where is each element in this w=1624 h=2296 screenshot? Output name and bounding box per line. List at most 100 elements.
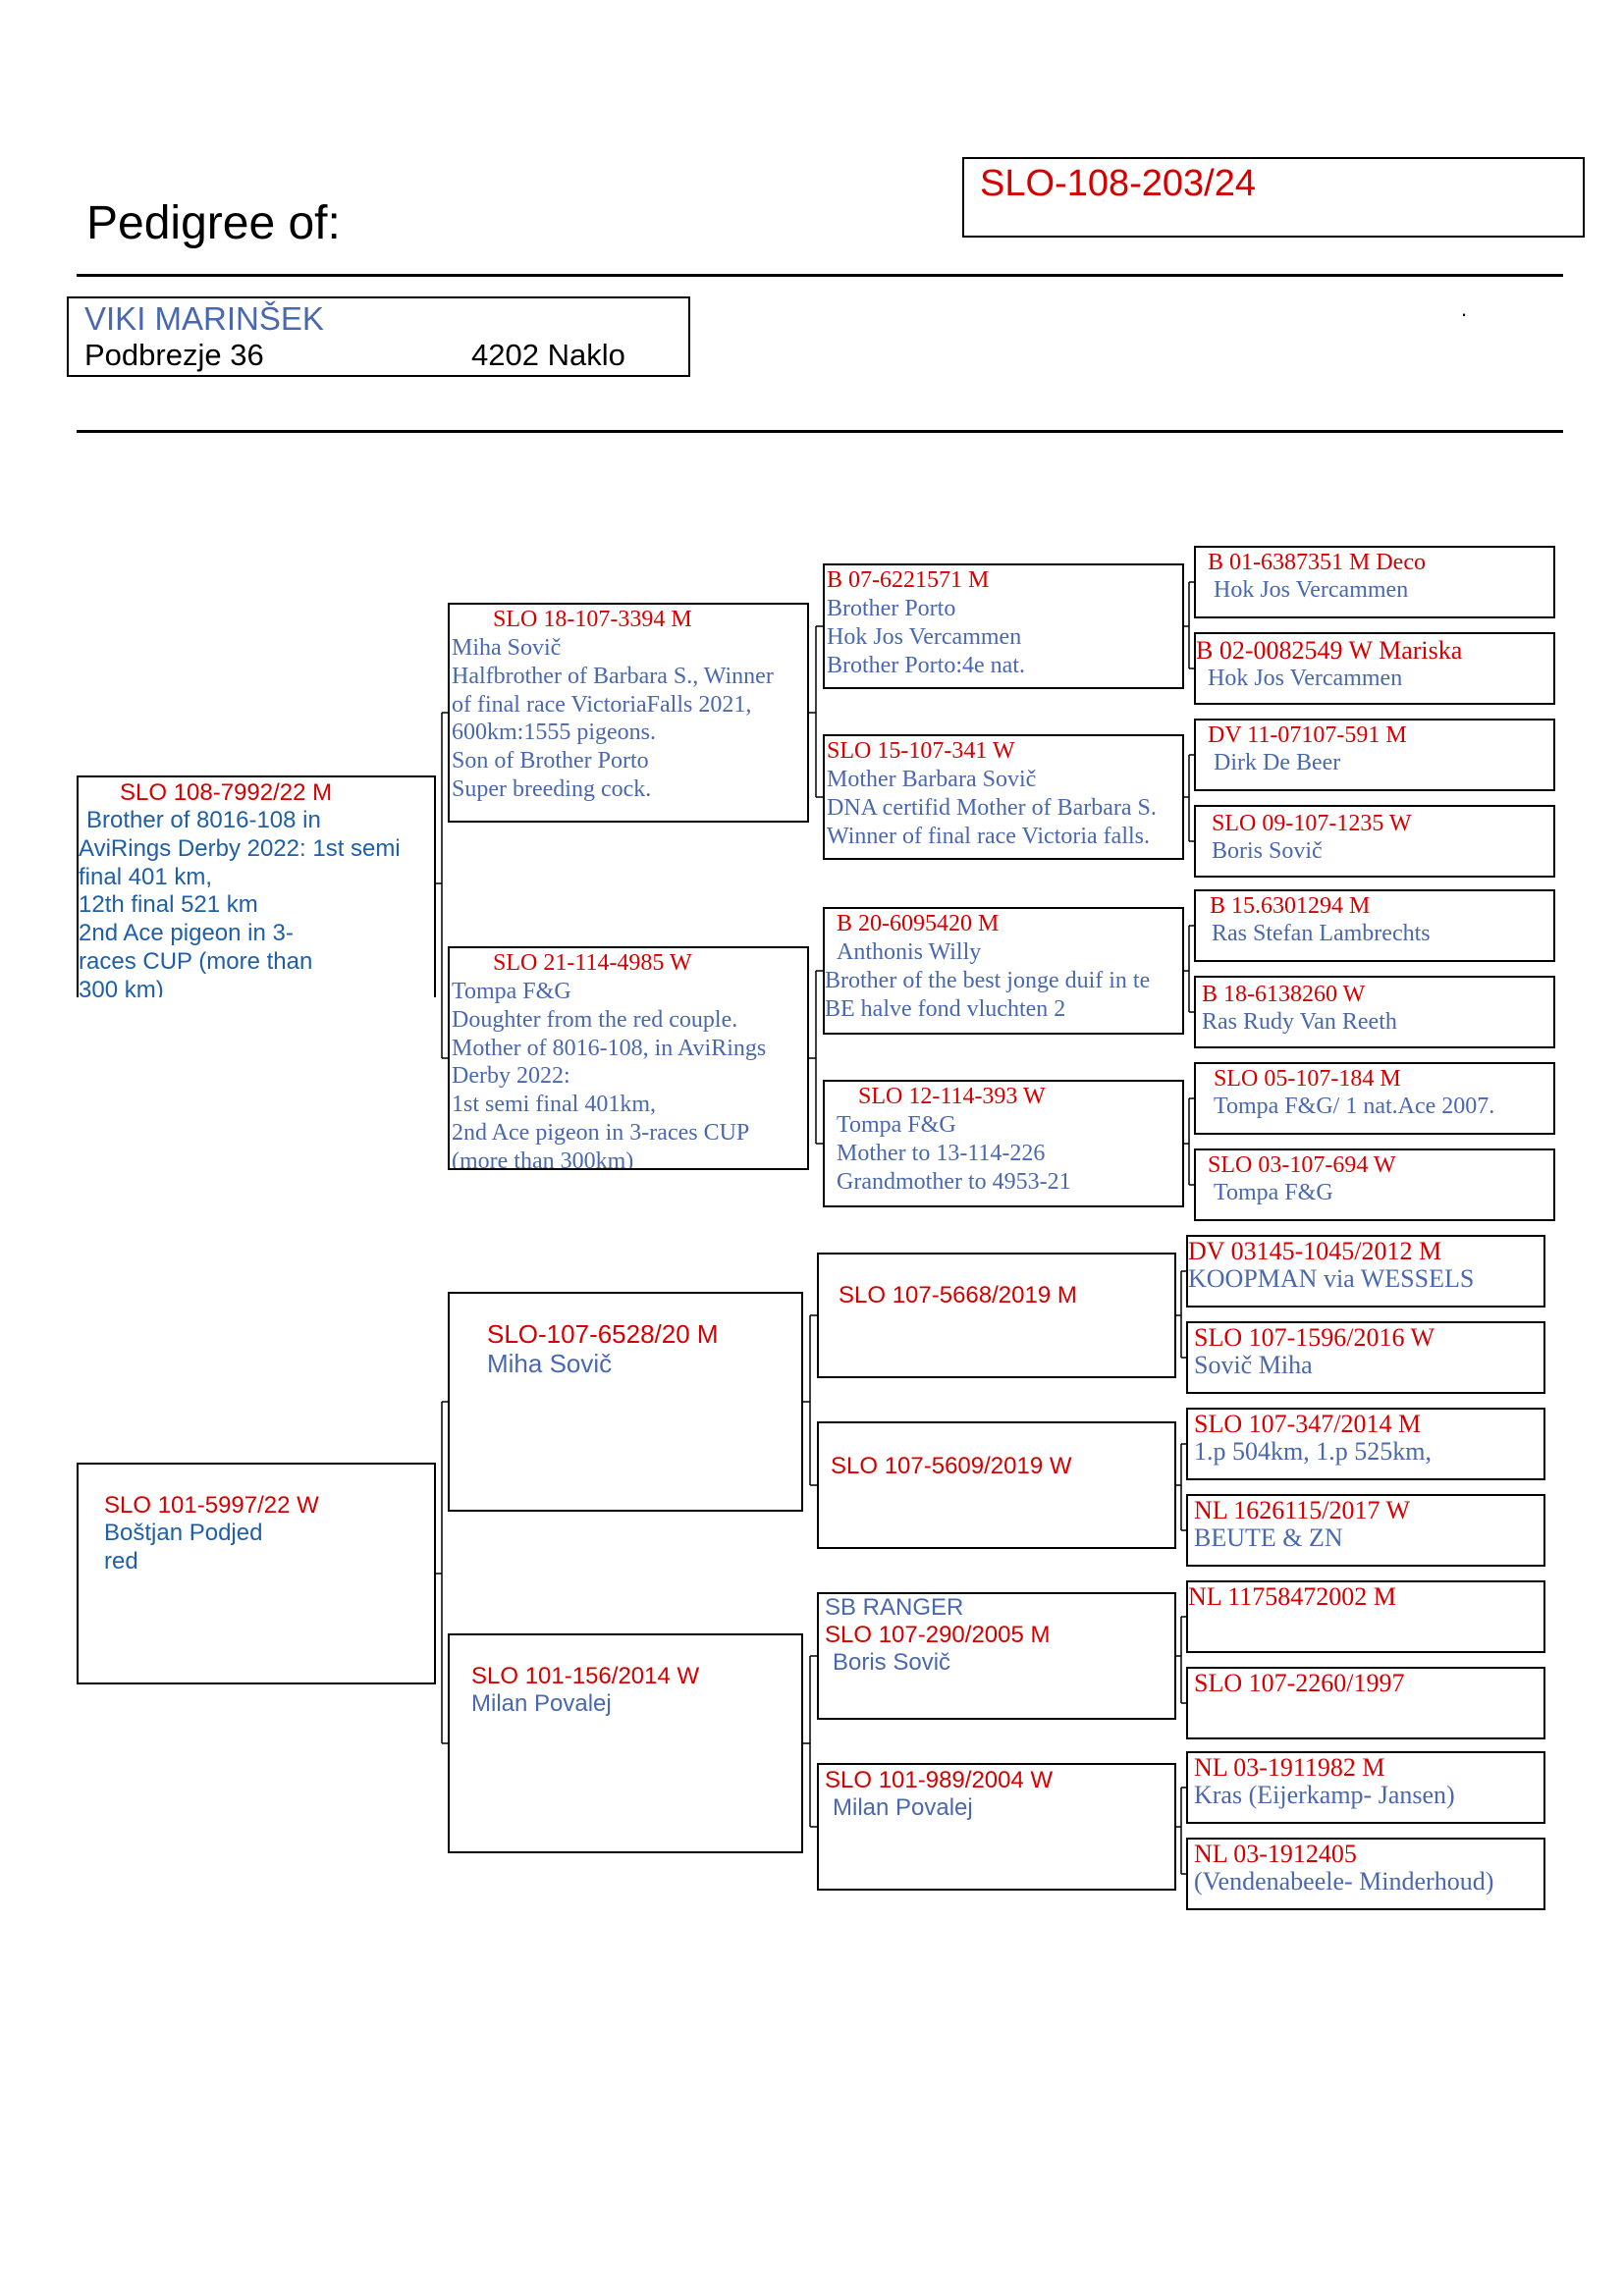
g2-notes: Milan Povalej (471, 1690, 612, 1719)
ring-number: SLO-108-203/24 (980, 163, 1256, 204)
g3-ring: SLO 101-989/2004 W (825, 1767, 1054, 1793)
g4-box-4: SLO 09-107-1235 W Boris Sovič (1194, 805, 1555, 878)
dam-box: SLO 101-5997/22 W Boštjan Podjed red (77, 1463, 436, 1684)
top-divider (77, 274, 1563, 277)
g4-note: Tompa F&G/ 1 nat.Ace 2007. (1214, 1094, 1495, 1119)
g3-note: Brother Porto:4e nat. (827, 652, 1025, 678)
sire-note: 300 km) (79, 976, 164, 997)
g2-note: Miha Sovič (487, 1349, 613, 1378)
sire-box: SLO 108-7992/22 M Brother of 8016-108 in… (77, 775, 436, 997)
g3-box-7: SB RANGER SLO 107-290/2005 M Boris Sovič (817, 1592, 1176, 1720)
ring-number-box: SLO-108-203/24 (962, 157, 1585, 238)
owner-street: Podbrezje 36 (84, 338, 264, 372)
g4-box-16: NL 03-1912405 (Vendenabeele- Minderhoud) (1186, 1838, 1545, 1910)
g2-note: 2nd Ace pigeon in 3-races CUP (452, 1119, 750, 1146)
g2-note: (more than 300km) (452, 1148, 634, 1170)
g2-note: Miha Sovič (452, 635, 562, 661)
dam-ring: SLO 101-5997/22 W (104, 1492, 319, 1519)
g2-box-2: SLO 21-114-4985 W Tompa F&G Doughter fro… (448, 946, 809, 1170)
g2-note: Son of Brother Porto (452, 748, 649, 774)
g4-ring: DV 11-07107-591 M (1208, 722, 1407, 748)
g4-ring: NL 03-1911982 M (1194, 1753, 1385, 1782)
g3-ring: SLO 12-114-393 W (858, 1084, 1046, 1109)
g4-ring: B 15.6301294 M (1210, 893, 1371, 919)
header-divider (77, 430, 1563, 433)
g3-note: Milan Povalej (833, 1794, 973, 1821)
g4-ring: B 01-6387351 M Deco (1208, 550, 1426, 575)
g3-ring: SLO 15-107-341 W (827, 738, 1015, 764)
dam-note: Boštjan Podjed (104, 1520, 263, 1546)
page-title: Pedigree of: (86, 197, 341, 249)
dam-note: red (104, 1547, 138, 1575)
sire-note: 12th final 521 km (79, 891, 258, 919)
sire-note: AviRings Derby 2022: 1st semi (79, 834, 401, 862)
g4-ring: SLO 107-1596/2016 W (1194, 1323, 1435, 1352)
g4-box-5: B 15.6301294 M Ras Stefan Lambrechts (1194, 889, 1555, 962)
g2-note: of final race VictoriaFalls 2021, (452, 691, 752, 718)
g2-ring: SLO 101-156/2014 W (471, 1663, 700, 1689)
sire-notes: Brother of 8016-108 in AviRings Derby 20… (79, 807, 401, 997)
g3-note: Brother of the best jonge duif in te (825, 967, 1151, 993)
g3-box-3: B 20-6095420 M Anthonis Willy Brother of… (823, 907, 1184, 1035)
g4-note: BEUTE & ZN (1194, 1523, 1343, 1552)
g3-box-6: SLO 107-5609/2019 W (817, 1421, 1176, 1549)
g4-ring: DV 03145-1045/2012 M (1188, 1237, 1442, 1265)
sire-note: 2nd Ace pigeon in 3- (79, 920, 294, 947)
g2-box-1: SLO 18-107-3394 M Miha Sovič Halfbrother… (448, 603, 809, 823)
g2-box-3: SLO-107-6528/20 M Miha Sovič (448, 1292, 803, 1512)
owner-city: 4202 Naklo (471, 338, 625, 372)
g3-box-2: SLO 15-107-341 W Mother Barbara Sovič DN… (823, 734, 1184, 860)
g3-notes: Tompa F&G Mother to 13-114-226 Grandmoth… (837, 1111, 1071, 1196)
g3-notes: Boris Sovič (833, 1649, 950, 1678)
g4-ring: SLO 09-107-1235 W (1212, 811, 1412, 836)
g3-ring: B 20-6095420 M (837, 911, 1000, 936)
g4-ring: NL 1626115/2017 W (1194, 1496, 1411, 1524)
g3-notes: Brother Porto Hok Jos Vercammen Brother … (827, 595, 1025, 679)
g3-box-8: SLO 101-989/2004 W Milan Povalej (817, 1763, 1176, 1891)
g4-note: Kras (Eijerkamp- Jansen) (1194, 1781, 1455, 1809)
g4-box-12: NL 1626115/2017 W BEUTE & ZN (1186, 1494, 1545, 1567)
g2-ring: SLO-107-6528/20 M (487, 1319, 719, 1349)
g3-notes: Anthonis Willy Brother of the best jonge… (825, 938, 1150, 1023)
g4-box-14: SLO 107-2260/1997 (1186, 1667, 1545, 1739)
g4-note: KOOPMAN via WESSELS (1188, 1264, 1475, 1293)
g3-notes: Mother Barbara Sovič DNA certifid Mother… (827, 766, 1157, 850)
g3-note: Hok Jos Vercammen (827, 623, 1022, 650)
g4-box-15: NL 03-1911982 M Kras (Eijerkamp- Jansen) (1186, 1751, 1545, 1824)
g4-ring: SLO 107-2260/1997 (1194, 1669, 1405, 1697)
g4-box-1: B 01-6387351 M Deco Hok Jos Vercammen (1194, 546, 1555, 618)
g3-prefix: SB RANGER (825, 1594, 964, 1621)
g2-notes: Miha Sovič (487, 1349, 612, 1379)
g2-notes: Miha Sovič Halfbrother of Barbara S., Wi… (452, 634, 774, 804)
g2-box-4: SLO 101-156/2014 W Milan Povalej (448, 1633, 803, 1853)
g2-note: Halfbrother of Barbara S., Winner (452, 663, 774, 689)
g4-box-13: NL 11758472002 M (1186, 1580, 1545, 1653)
g4-note: Tompa F&G (1214, 1180, 1333, 1205)
g4-note: Boris Sovič (1212, 838, 1323, 864)
g3-note: Grandmother to 4953-21 (837, 1168, 1071, 1195)
g3-note: Anthonis Willy (837, 939, 982, 965)
g3-note: Brother Porto (827, 596, 956, 621)
g4-note: Hok Jos Vercammen (1208, 666, 1403, 691)
g4-box-11: SLO 107-347/2014 M 1.p 504km, 1.p 525km, (1186, 1408, 1545, 1480)
sire-ring: SLO 108-7992/22 M (120, 779, 333, 806)
g3-box-4: SLO 12-114-393 W Tompa F&G Mother to 13-… (823, 1080, 1184, 1207)
g2-notes: Tompa F&G Doughter from the red couple. … (452, 978, 766, 1170)
sire-note: races CUP (more than (79, 947, 313, 975)
g3-note: DNA certifid Mother of Barbara S. (827, 794, 1157, 821)
g2-note: 600km:1555 pigeons. (452, 720, 656, 746)
g4-note: Ras Rudy Van Reeth (1202, 1009, 1397, 1035)
g4-note: Sovič Miha (1194, 1351, 1313, 1379)
g4-box-8: SLO 03-107-694 W Tompa F&G (1194, 1148, 1555, 1221)
g3-notes: Milan Povalej (833, 1794, 973, 1823)
sire-note: Brother of 8016-108 in (86, 807, 321, 833)
g3-box-5: SLO 107-5668/2019 M (817, 1253, 1176, 1378)
g4-note: 1.p 504km, 1.p 525km, (1194, 1437, 1432, 1466)
g3-ring: SLO 107-5668/2019 M (839, 1282, 1077, 1308)
g3-ring: SLO 107-290/2005 M (825, 1622, 1051, 1648)
owner-box: VIKI MARINŠEK Podbrezje 36 4202 Naklo (67, 296, 690, 377)
g3-ring: B 07-6221571 M (827, 567, 990, 593)
g3-note: Mother Barbara Sovič (827, 767, 1037, 792)
g2-note: 1st semi final 401km, (452, 1092, 656, 1118)
